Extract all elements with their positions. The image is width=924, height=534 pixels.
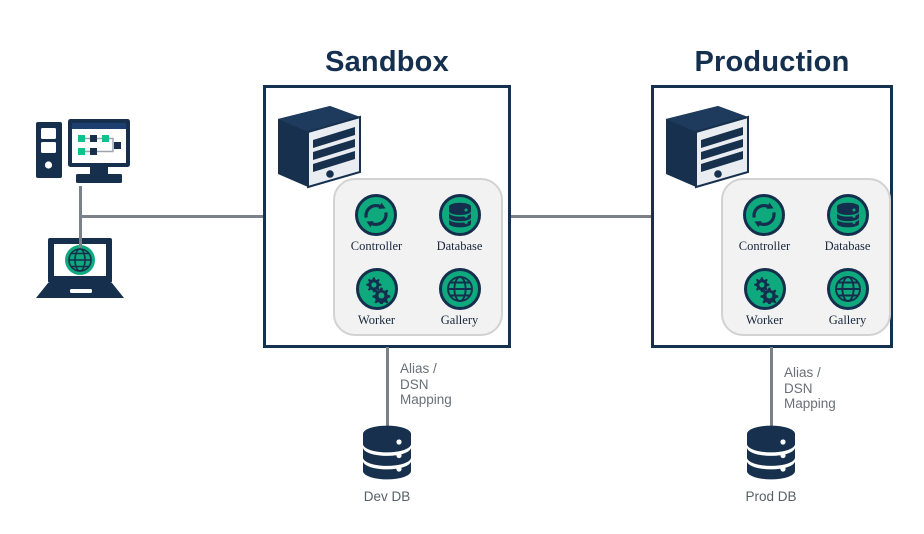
production-mapping-label: Alias / DSN Mapping (770, 365, 904, 412)
production-title: Production (694, 46, 850, 78)
service-label: Worker (357, 313, 396, 327)
service-label: Controller (350, 239, 403, 253)
service-label: Worker (745, 313, 784, 327)
service-label: Gallery (828, 313, 867, 327)
service-worker[interactable]: Worker (743, 268, 786, 328)
client-to-sandbox-link (79, 215, 265, 218)
service-label: Database (436, 239, 483, 253)
mapping-line: DSN (400, 376, 429, 392)
mapping-line: Mapping (400, 392, 452, 407)
server-tower-icon (272, 100, 368, 201)
sandbox-db-link (386, 347, 389, 431)
service-label: Database (824, 239, 871, 253)
sandbox-mapping-label: Alias / DSN Mapping (386, 361, 520, 408)
sandbox-service-panel: Controller Da (333, 178, 503, 336)
refresh-cycle-icon (355, 194, 398, 236)
dev-database-label: Dev DB (363, 489, 411, 504)
globe-icon (438, 268, 481, 310)
sandbox-to-production-link (508, 215, 656, 218)
mapping-line: DSN (784, 380, 813, 396)
service-controller[interactable]: Controller (351, 194, 402, 254)
database-stack-icon (438, 194, 481, 236)
gears-icon (355, 268, 398, 310)
globe-icon (826, 268, 869, 310)
service-label: Gallery (440, 313, 479, 327)
mapping-line: Alias / (400, 361, 437, 376)
service-label: Controller (738, 239, 791, 253)
service-database[interactable]: Database (824, 194, 871, 254)
desktop-workstation-icon (28, 113, 132, 198)
service-gallery[interactable]: Gallery (826, 268, 869, 328)
production-service-panel: Controller Da (721, 178, 891, 336)
mapping-line: Mapping (784, 396, 836, 411)
prod-database-label: Prod DB (745, 489, 797, 504)
service-controller[interactable]: Controller (739, 194, 790, 254)
mapping-line: Alias / (784, 365, 821, 380)
service-database[interactable]: Database (436, 194, 483, 254)
refresh-cycle-icon (743, 194, 786, 236)
server-tower-icon (660, 100, 756, 201)
gears-icon (743, 268, 786, 310)
laptop-globe-icon (30, 234, 130, 309)
service-gallery[interactable]: Gallery (438, 268, 481, 328)
production-db-link (770, 347, 773, 431)
database-stack-icon (826, 194, 869, 236)
sandbox-title: Sandbox (325, 46, 449, 78)
service-worker[interactable]: Worker (355, 268, 398, 328)
prod-database-icon (742, 424, 800, 491)
dev-database-icon (358, 424, 416, 491)
